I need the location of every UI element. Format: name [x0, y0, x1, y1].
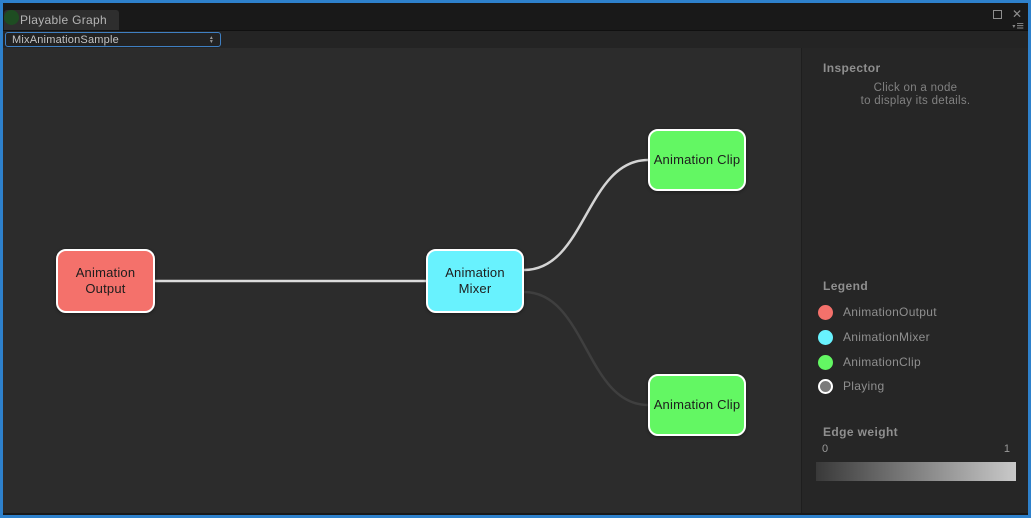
node-animation-output[interactable]: Animation Output — [56, 249, 155, 313]
legend-item-animation-output: AnimationOutput — [818, 304, 937, 320]
maximize-icon[interactable] — [992, 9, 1002, 19]
node-label: Animation Clip — [653, 152, 741, 167]
node-label: Animation Mixer — [445, 265, 505, 296]
graph-selector-dropdown[interactable]: MixAnimationSample ▲ ▼ — [5, 32, 221, 47]
legend-swatch-playing — [818, 378, 833, 394]
tab-label: Playable Graph — [20, 13, 107, 27]
titlebar: Playable Graph ✕ ▾ ≡ — [3, 3, 1028, 33]
edge-animation-mixer-to-animation-clip-bottom — [523, 290, 649, 407]
pane-menu-icon[interactable]: ▾ ≡ — [1012, 18, 1024, 33]
edge-weight-gradient-bar — [816, 462, 1016, 481]
toolbar: MixAnimationSample ▲ ▼ — [3, 30, 1028, 48]
edge-weight-min: 0 — [822, 443, 829, 455]
legend-item-animation-mixer: AnimationMixer — [818, 329, 930, 345]
node-animation-clip-top[interactable]: Animation Clip — [648, 129, 746, 191]
edge-weight-scale: 0 1 — [816, 443, 1016, 455]
edge-animation-mixer-to-animation-clip-top — [523, 158, 649, 272]
inspector-hint: Click on a node to display its details. — [860, 82, 971, 107]
edge-weight-max: 1 — [1003, 443, 1010, 455]
legend-swatch-animationclip — [818, 354, 833, 370]
graph-canvas[interactable]: Animation Output Animation Mixer Animati… — [3, 48, 801, 513]
legend-label: AnimationClip — [843, 355, 921, 369]
pane-menu-arrow-icon: ▾ — [1012, 23, 1016, 30]
node-animation-clip-bottom[interactable]: Animation Clip — [648, 374, 746, 436]
node-label: Animation Output — [75, 265, 136, 296]
node-animation-mixer[interactable]: Animation Mixer — [426, 249, 524, 313]
edge-weight-title: Edge weight — [823, 425, 899, 439]
inspector-title: Inspector — [823, 61, 881, 75]
green-status-dot-icon — [4, 10, 19, 25]
tab-playable-graph[interactable]: Playable Graph — [4, 10, 119, 30]
legend-label: AnimationOutput — [843, 305, 937, 319]
window-controls: ✕ — [992, 7, 1022, 21]
legend-label: AnimationMixer — [843, 330, 930, 344]
legend-item-playing: Playing — [818, 378, 884, 394]
legend-title: Legend — [823, 279, 869, 293]
inspector-panel: Inspector Click on a node to display its… — [801, 48, 1028, 513]
close-icon[interactable]: ✕ — [1011, 7, 1022, 21]
legend-item-animation-clip: AnimationClip — [818, 354, 921, 370]
pane-menu-bars-icon: ≡ — [1016, 18, 1024, 33]
graph-selector-value: MixAnimationSample — [12, 33, 119, 46]
legend-swatch-animationmixer — [818, 329, 833, 345]
legend-swatch-animationoutput — [818, 304, 833, 320]
dropdown-arrows-icon: ▲ ▼ — [208, 34, 214, 45]
legend-label: Playing — [843, 379, 885, 393]
graph-edges — [155, 158, 649, 407]
node-label: Animation Clip — [653, 397, 741, 412]
content-area: Animation Output Animation Mixer Animati… — [3, 48, 1028, 513]
